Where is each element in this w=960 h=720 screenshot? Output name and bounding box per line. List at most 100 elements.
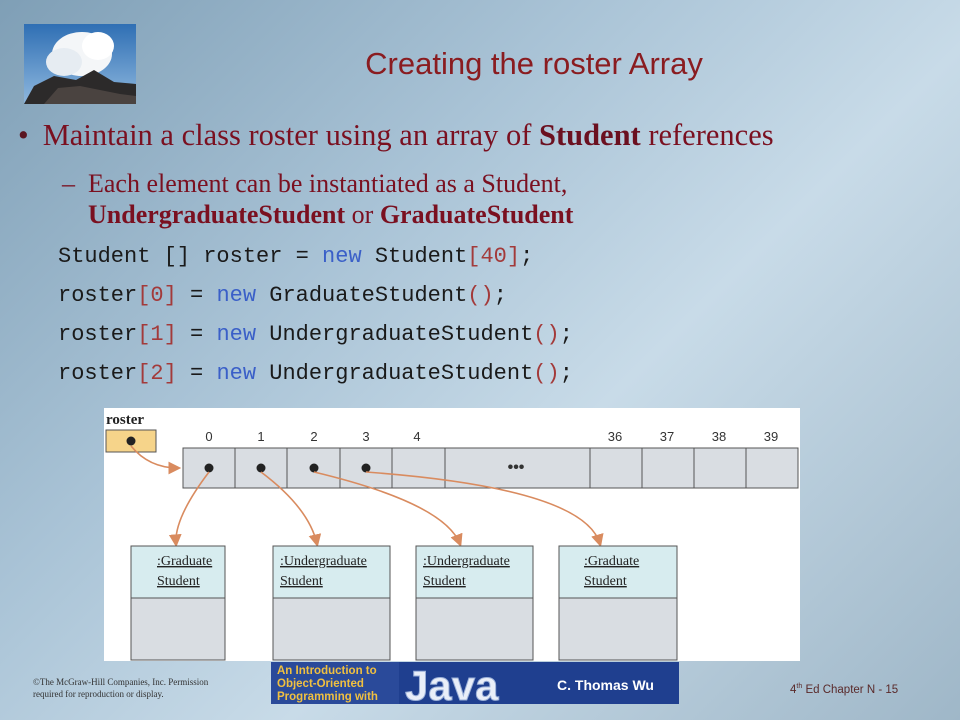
code-line-2: roster[0] = new GraduateStudent();	[58, 283, 507, 308]
object-label: :Graduate	[584, 554, 639, 569]
index-label: 36	[608, 429, 622, 444]
object-label: Student	[584, 574, 627, 589]
code-line-3: roster[1] = new UndergraduateStudent();	[58, 322, 573, 347]
array-cell	[641, 447, 695, 489]
object-label: :Graduate	[157, 554, 212, 569]
code-keyword: new	[216, 322, 257, 347]
code-bracket: [2]	[137, 361, 177, 386]
pointer-dot	[309, 463, 319, 473]
array-cell	[745, 447, 799, 489]
code-bracket: [40]	[467, 244, 521, 269]
slide-title: Creating the roster Array	[365, 46, 703, 81]
main-bullet-bold: Student	[539, 118, 641, 152]
roster-pointer-dot	[126, 436, 136, 446]
pointer-dot	[361, 463, 371, 473]
index-label: 37	[660, 429, 674, 444]
code-text: ;	[559, 322, 573, 347]
copyright-line: ©The McGraw-Hill Companies, Inc. Permiss…	[33, 677, 209, 687]
banner-line: An Introduction to	[277, 665, 377, 677]
array-diagram: roster 0 1 2 3 4 36 37 38 39	[104, 408, 800, 661]
page-number-prefix: 4	[790, 683, 797, 696]
array-cell	[693, 447, 747, 489]
sub-bullet-mid: or	[345, 200, 380, 229]
code-text: =	[176, 322, 217, 347]
book-banner-logo: An Introduction to Object-Oriented Progr…	[271, 662, 679, 710]
roster-variable-label: roster	[106, 412, 144, 428]
code-keyword: new	[322, 244, 362, 269]
page-number-suffix: Ed Chapter N - 15	[802, 683, 899, 696]
code-line-1: Student [] roster = new Student[40];	[58, 244, 533, 269]
wave-logo-image	[24, 24, 136, 104]
index-label: 1	[257, 429, 264, 444]
code-text: UndergraduateStudent	[256, 361, 534, 386]
code-bracket: [1]	[137, 322, 177, 347]
copyright-line: required for reproduction or display.	[33, 689, 164, 699]
roster-arrow	[130, 445, 182, 475]
sub-bullet-line-1: Each element can be instantiated as a St…	[88, 169, 568, 198]
object-box-header	[558, 545, 678, 599]
code-line-4: roster[2] = new UndergraduateStudent();	[58, 361, 573, 386]
array-cell	[391, 447, 446, 489]
ellipsis-label: •••	[508, 459, 525, 476]
banner-line: Programming with	[277, 691, 378, 703]
code-bracket: ()	[533, 322, 560, 347]
code-text: roster	[58, 322, 138, 347]
pointer-arrow	[168, 471, 210, 548]
code-text: ;	[493, 283, 507, 308]
page-number: 4th Ed Chapter N - 15	[790, 683, 898, 696]
banner-author: C. Thomas Wu	[557, 677, 654, 693]
code-text: GraduateStudent	[256, 283, 468, 308]
index-label: 3	[362, 429, 369, 444]
pointer-arrow	[365, 471, 604, 548]
page-number-sup: th	[796, 683, 803, 690]
index-label: 0	[205, 429, 212, 444]
pointer-dot	[204, 463, 214, 473]
sub-bullet-bold-1: UndergraduateStudent	[88, 200, 346, 229]
code-text: roster	[58, 361, 138, 386]
object-box-body	[130, 597, 226, 661]
code-text: ;	[520, 244, 534, 269]
code-text: =	[176, 361, 217, 386]
code-text: Student [] roster =	[58, 244, 323, 269]
object-label: Student	[157, 574, 200, 589]
object-box-header	[415, 545, 534, 599]
index-label: 2	[310, 429, 317, 444]
code-bracket: ()	[467, 283, 494, 308]
array-cell	[589, 447, 643, 489]
index-label: 39	[764, 429, 778, 444]
main-bullet-text-2: references	[640, 118, 774, 152]
pointer-dot	[256, 463, 266, 473]
code-text: =	[176, 283, 217, 308]
bullet-dot-icon: •	[18, 118, 29, 152]
object-box-body	[558, 597, 678, 661]
object-box-header	[272, 545, 391, 599]
banner-line: Object-Oriented	[277, 678, 364, 690]
object-label: Student	[280, 574, 323, 589]
code-text: ;	[559, 361, 573, 386]
sub-bullet: – Each element can be instantiated as a …	[62, 168, 573, 230]
index-label: 38	[712, 429, 726, 444]
pointer-arrow	[260, 471, 322, 548]
object-label: :Undergraduate	[280, 554, 367, 569]
code-text: roster	[58, 283, 138, 308]
object-label: Student	[423, 574, 466, 589]
banner-brand: Java	[405, 662, 499, 704]
code-text: Student	[361, 244, 468, 269]
pointer-arrow	[313, 471, 463, 547]
sub-bullet-line-2: UndergraduateStudent or GraduateStudent	[88, 199, 573, 230]
sub-bullet-bold-2: GraduateStudent	[379, 200, 574, 229]
array-cell-gap	[444, 447, 591, 489]
copyright-notice: ©The McGraw-Hill Companies, Inc. Permiss…	[33, 676, 263, 700]
index-label: 4	[413, 429, 420, 444]
code-keyword: new	[216, 361, 257, 386]
main-bullet-text-1: Maintain a class roster using an array o…	[42, 118, 539, 152]
sub-bullet-dash: –	[62, 169, 75, 198]
code-bracket: ()	[533, 361, 560, 386]
object-box-body	[272, 597, 391, 661]
code-bracket: [0]	[137, 283, 177, 308]
code-text: UndergraduateStudent	[256, 322, 534, 347]
main-bullet: • Maintain a class roster using an array …	[18, 118, 774, 153]
object-box-body	[415, 597, 534, 661]
code-keyword: new	[216, 283, 257, 308]
object-label: :Undergraduate	[423, 554, 510, 569]
